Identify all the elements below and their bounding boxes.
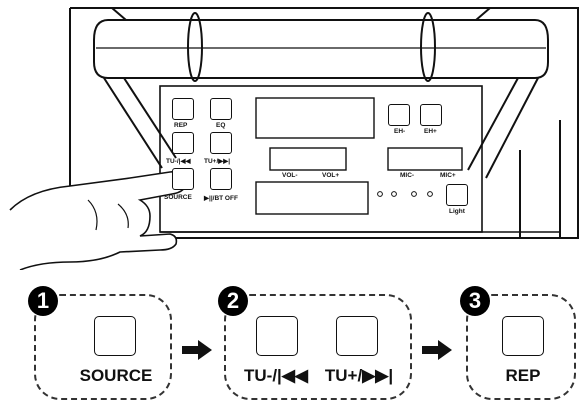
mic-plus-label: MIC+	[440, 172, 456, 179]
step-1-source-label: SOURCE	[79, 366, 153, 385]
step-3-rep-label: REP	[505, 366, 541, 385]
play-bt-off-button[interactable]	[210, 168, 232, 190]
step-1-number: 1	[28, 286, 58, 316]
mic-minus-label: MIC-	[400, 172, 415, 179]
play-bt-off-label: ▶||/BT OFF	[204, 195, 238, 202]
step-2-tu-plus-label: TU+/▶▶|	[324, 366, 394, 385]
eh-plus-button[interactable]	[420, 104, 442, 126]
tu-minus-button[interactable]	[172, 132, 194, 154]
tu-plus-label: TU+/▶▶|	[204, 158, 231, 165]
eh-minus-label: EH-	[394, 128, 406, 135]
step-2-tu-minus-label: TU-/|◀◀	[244, 366, 308, 385]
step-3-box	[466, 294, 576, 400]
speaker-control-panel: REP EQ TU-/|◀◀ TU+/▶▶| SOURCE ▶||/BT OFF…	[9, 7, 579, 271]
step-2-box	[224, 294, 412, 400]
vol-plus-label: VOL+	[322, 172, 340, 179]
eq-button[interactable]	[210, 98, 232, 120]
rep-label: REP	[174, 122, 188, 129]
source-button[interactable]	[172, 168, 194, 190]
tu-minus-label: TU-/|◀◀	[166, 158, 191, 165]
arrow-icon	[422, 340, 452, 360]
eh-plus-label: EH+	[424, 128, 437, 135]
light-button[interactable]	[446, 184, 468, 206]
speaker-body-drawing	[9, 7, 579, 271]
eh-minus-button[interactable]	[388, 104, 410, 126]
source-label: SOURCE	[164, 194, 192, 201]
step-2-tu-plus-button[interactable]	[336, 316, 378, 356]
light-label: Light	[449, 208, 465, 215]
arrow-icon	[182, 340, 212, 360]
tu-plus-button[interactable]	[210, 132, 232, 154]
step-3-rep-button[interactable]	[502, 316, 544, 356]
step-2-tu-minus-button[interactable]	[256, 316, 298, 356]
step-1-box	[34, 294, 172, 400]
rep-button[interactable]	[172, 98, 194, 120]
eq-label: EQ	[216, 122, 226, 129]
step-3-number: 3	[460, 286, 490, 316]
vol-minus-label: VOL-	[282, 172, 298, 179]
step-2-number: 2	[218, 286, 248, 316]
step-1-source-button[interactable]	[94, 316, 136, 356]
